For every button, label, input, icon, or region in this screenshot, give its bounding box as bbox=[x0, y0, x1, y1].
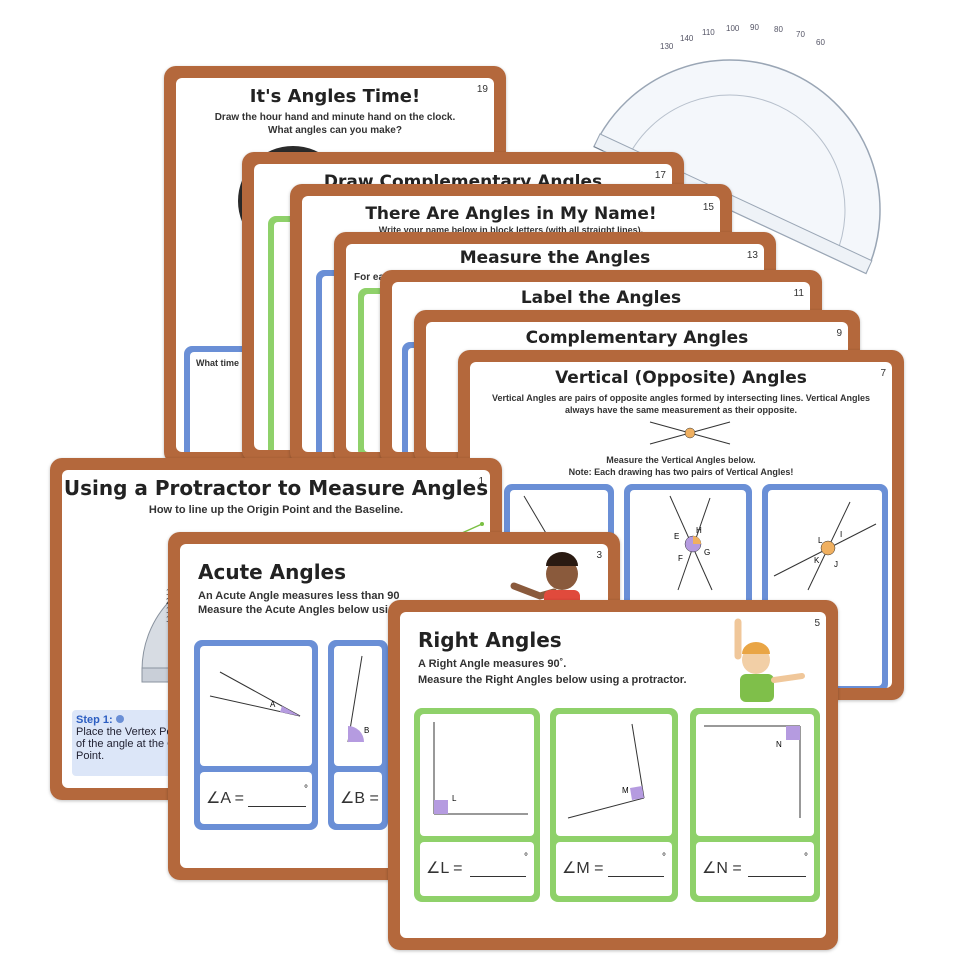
card-number: 15 bbox=[702, 202, 714, 213]
card-instruction: Measure the Vertical Angles below. bbox=[606, 455, 756, 465]
protractor-tick: 110 bbox=[702, 28, 715, 37]
angle-label-i: I bbox=[840, 530, 843, 539]
card-number: 19 bbox=[476, 84, 488, 95]
degree-symbol: ° bbox=[524, 852, 528, 863]
card-5: 5 Right Angles A Right Angle measures 90… bbox=[388, 600, 838, 950]
step-title: Step 1: bbox=[76, 714, 113, 726]
step-text: Point. bbox=[76, 750, 105, 762]
what-time-label: What time i bbox=[196, 358, 245, 368]
card-instruction: always have the same measurement as thei… bbox=[564, 405, 798, 415]
angle-label-m: M bbox=[622, 786, 629, 795]
right-angle-drawing bbox=[567, 723, 645, 819]
vertical-angles-drawing bbox=[773, 501, 877, 591]
card-instruction: Draw the hour hand and minute hand on th… bbox=[214, 112, 456, 123]
card-instruction: Write your name below in block letters (… bbox=[378, 225, 644, 235]
protractor-tick: 130 bbox=[660, 42, 674, 51]
card-title: Right Angles bbox=[418, 628, 562, 652]
step-text: Place the Vertex Poi bbox=[76, 726, 176, 738]
degree-symbol: ° bbox=[304, 784, 308, 795]
card-title: Complementary Angles bbox=[525, 328, 749, 348]
protractor-tick: 100 bbox=[726, 24, 740, 33]
angle-box: B ∠B = bbox=[328, 640, 388, 830]
card-instruction: What angles can you make? bbox=[268, 125, 402, 136]
card-instruction: For ea bbox=[354, 272, 385, 283]
card-number: 1 bbox=[478, 476, 484, 487]
card-number: 13 bbox=[746, 250, 758, 261]
card-number: 9 bbox=[836, 328, 842, 339]
angle-label-e: E bbox=[674, 532, 680, 541]
step-text: of the angle at the O bbox=[76, 738, 176, 750]
card-title: There Are Angles in My Name! bbox=[365, 204, 657, 224]
angle-box: M ∠M = ° bbox=[550, 708, 678, 902]
card-instruction: A Right Angle measures 90˚. bbox=[418, 658, 567, 670]
angle-label-k: K bbox=[814, 556, 820, 565]
acute-angle-drawing bbox=[209, 671, 301, 717]
angle-label-f: F bbox=[678, 554, 683, 563]
card-instruction: Vertical Angles are pairs of opposite an… bbox=[492, 393, 870, 403]
protractor-tick: 70 bbox=[796, 30, 805, 39]
protractor-tick: 140 bbox=[680, 34, 694, 43]
boy-character-icon bbox=[734, 618, 805, 702]
card-note: Note: Each drawing has two pairs of Vert… bbox=[568, 467, 794, 477]
angle-label-n: N bbox=[776, 740, 782, 749]
vertical-angles-drawing bbox=[669, 495, 713, 591]
angle-box: A ∠A = ° bbox=[194, 640, 318, 830]
card-instruction: Measure the Acute Angles below usi bbox=[198, 604, 388, 616]
card-title: Label the Angles bbox=[520, 288, 682, 308]
card-instruction: Measure the Right Angles below using a p… bbox=[418, 674, 687, 686]
card-number: 11 bbox=[793, 288, 804, 299]
right-angle-drawing bbox=[433, 722, 528, 815]
angle-box: L ∠L = ° bbox=[414, 708, 540, 902]
degree-symbol: ° bbox=[804, 852, 808, 863]
card-title: Using a Protractor to Measure Angles bbox=[63, 476, 489, 500]
angle-label-l: L bbox=[452, 794, 457, 803]
card-number: 5 bbox=[814, 618, 820, 629]
angle-label-g: G bbox=[704, 548, 711, 557]
angle-label-h: H bbox=[696, 526, 702, 535]
answer-label-m: ∠M = bbox=[562, 860, 604, 877]
angle-label-l: L bbox=[818, 536, 823, 545]
answer-label-n: ∠N = bbox=[702, 860, 742, 877]
card-title: Measure the Angles bbox=[459, 248, 651, 268]
angle-box: N ∠N = ° bbox=[690, 708, 820, 902]
answer-label-l: ∠L = bbox=[426, 860, 463, 877]
protractor-tick: 80 bbox=[774, 25, 783, 34]
protractor-tick: 60 bbox=[816, 38, 825, 47]
card-number: 3 bbox=[596, 550, 602, 561]
card-title: Acute Angles bbox=[198, 560, 347, 584]
card-instruction: How to line up the Origin Point and the … bbox=[148, 504, 404, 516]
acute-angle-drawing bbox=[347, 655, 364, 743]
angle-label-b: B bbox=[364, 726, 370, 735]
card-title: It's Angles Time! bbox=[249, 86, 421, 107]
angle-label-j: J bbox=[834, 560, 838, 569]
card-number: 7 bbox=[880, 368, 886, 379]
protractor-tick: 90 bbox=[750, 23, 759, 32]
card-instruction: An Acute Angle measures less than 90 bbox=[198, 590, 400, 602]
step-dot-icon bbox=[115, 715, 124, 723]
angle-label-a: A bbox=[270, 700, 276, 709]
answer-label-b: ∠B = bbox=[340, 790, 379, 807]
answer-label-a: ∠A = bbox=[206, 790, 244, 807]
intersecting-lines-example bbox=[649, 421, 731, 445]
protractor-ticks: 130 140 110 100 90 80 70 60 bbox=[640, 20, 860, 51]
degree-symbol: ° bbox=[662, 852, 666, 863]
card-face: 5 Right Angles A Right Angle measures 90… bbox=[400, 612, 826, 938]
card-number: 17 bbox=[654, 170, 666, 181]
card-title: Vertical (Opposite) Angles bbox=[555, 368, 807, 388]
right-angle-drawing bbox=[704, 725, 801, 818]
